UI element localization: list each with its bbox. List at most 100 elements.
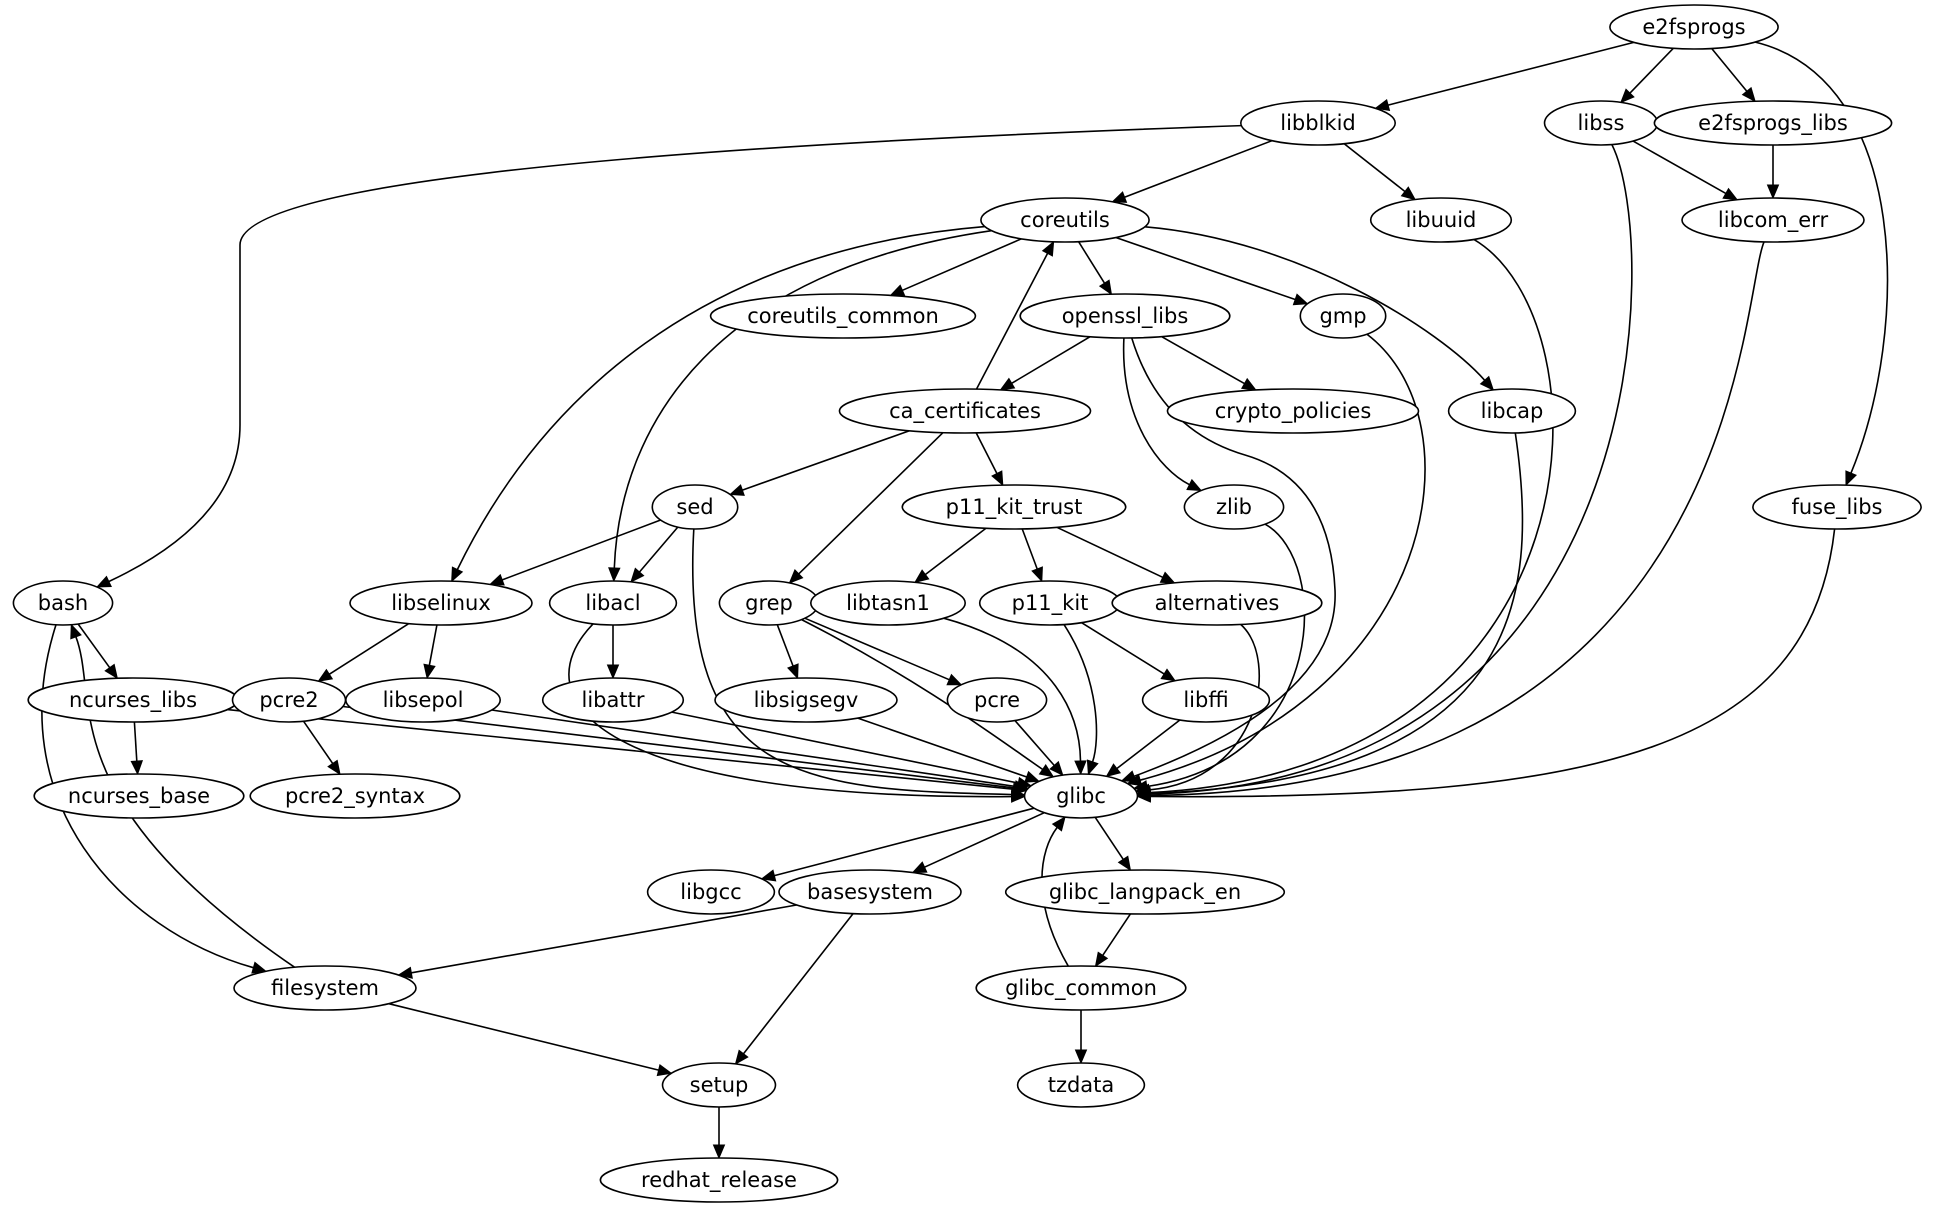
node-e2fsprogs_libs[interactable]: e2fsprogs_libs	[1653, 100, 1893, 146]
arrowhead-icon	[1292, 293, 1309, 306]
node-pcre[interactable]: pcre	[946, 677, 1048, 723]
arrowhead-icon	[1049, 760, 1064, 777]
node-redhat_release[interactable]: redhat_release	[599, 1157, 839, 1203]
node-filesystem[interactable]: filesystem	[233, 965, 417, 1011]
node-setup[interactable]: setup	[661, 1062, 777, 1108]
node-p11_kit[interactable]: p11_kit	[978, 580, 1122, 626]
arrowhead-icon	[1086, 759, 1099, 776]
arrowhead-icon	[1074, 760, 1087, 776]
node-label: bash	[38, 591, 88, 615]
edge-line	[1116, 719, 1181, 770]
node-ellipse	[1016, 1062, 1146, 1108]
node-libgcc[interactable]: libgcc	[646, 869, 776, 915]
edge-line	[804, 617, 950, 681]
arrowhead-icon	[999, 377, 1016, 391]
node-libcom_err[interactable]: libcom_err	[1681, 197, 1865, 243]
node-libselinux[interactable]: libselinux	[349, 580, 533, 626]
node-coreutils[interactable]: coreutils	[980, 197, 1150, 243]
edge-line	[1077, 241, 1106, 284]
node-fuse_libs[interactable]: fuse_libs	[1752, 484, 1922, 530]
edge-libblkid-to-bash	[95, 124, 1242, 588]
node-ellipse	[1752, 484, 1922, 530]
edge-line	[924, 527, 987, 576]
node-bash[interactable]: bash	[12, 580, 114, 626]
node-glibc_common[interactable]: glibc_common	[975, 965, 1187, 1011]
node-zlib[interactable]: zlib	[1183, 484, 1285, 530]
node-sed[interactable]: sed	[651, 484, 739, 530]
edge-line	[411, 904, 797, 974]
node-libblkid[interactable]: libblkid	[1240, 100, 1397, 146]
node-libattr[interactable]: libattr	[541, 677, 685, 723]
node-label: basesystem	[807, 880, 933, 904]
node-alternatives[interactable]: alternatives	[1111, 580, 1323, 626]
edge-libblkid-to-libuuid	[1343, 143, 1417, 201]
edge-glibc-to-glibc_langpack_en	[1094, 816, 1132, 872]
edge-line	[1148, 623, 1260, 791]
node-pcre2[interactable]: pcre2	[231, 677, 347, 723]
edge-line	[1150, 432, 1524, 795]
arrowhead-icon	[1741, 86, 1756, 103]
arrowhead-icon	[317, 668, 334, 682]
node-ellipse	[1183, 484, 1285, 530]
node-grep[interactable]: grep	[718, 580, 820, 626]
arrowhead-icon	[1117, 855, 1132, 872]
edge-line	[1021, 528, 1038, 570]
node-glibc_langpack_en[interactable]: glibc_langpack_en	[1004, 869, 1286, 915]
node-ncurses_libs[interactable]: ncurses_libs	[27, 677, 239, 723]
node-libtasn1[interactable]: libtasn1	[809, 580, 966, 626]
edge-line	[975, 252, 1049, 390]
edge-libss-to-libcom_err	[1632, 140, 1739, 201]
edges-layer	[41, 41, 1889, 1160]
node-libuuid[interactable]: libuuid	[1369, 197, 1513, 243]
arrowhead-icon	[606, 664, 620, 680]
edge-e2fsprogs-to-e2fsprogs_libs	[1711, 47, 1756, 103]
edge-line	[1122, 337, 1190, 486]
arrowhead-icon	[1160, 668, 1177, 682]
node-libacl[interactable]: libacl	[548, 580, 678, 626]
node-libcap[interactable]: libcap	[1447, 388, 1577, 434]
node-ncurses_base[interactable]: ncurses_base	[33, 773, 245, 819]
edge-line	[902, 238, 1022, 292]
node-ellipse	[1299, 293, 1387, 339]
node-tzdata[interactable]: tzdata	[1016, 1062, 1146, 1108]
node-ellipse	[1240, 100, 1397, 146]
edge-sed-to-libacl	[630, 526, 679, 583]
node-libsepol[interactable]: libsepol	[344, 677, 501, 723]
node-ca_certificates[interactable]: ca_certificates	[838, 388, 1092, 434]
node-ellipse	[1111, 580, 1323, 626]
edge-openssl_libs-to-ca_certificates	[999, 336, 1091, 391]
edge-libselinux-to-pcre2	[317, 622, 410, 682]
node-gmp[interactable]: gmp	[1299, 293, 1387, 339]
node-label: libattr	[582, 688, 645, 712]
edge-line	[1150, 241, 1765, 797]
node-openssl_libs[interactable]: openssl_libs	[1019, 293, 1231, 339]
node-coreutils_common[interactable]: coreutils_common	[709, 293, 977, 339]
node-e2fsprogs[interactable]: e2fsprogs	[1609, 4, 1779, 50]
node-p11_kit_trust[interactable]: p11_kit_trust	[901, 484, 1127, 530]
node-label: p11_kit	[1012, 591, 1089, 616]
node-glibc[interactable]: glibc	[1023, 773, 1139, 819]
node-crypto_policies[interactable]: crypto_policies	[1166, 388, 1420, 434]
edge-line	[1124, 139, 1273, 198]
edge-p11_kit-to-libffi	[1081, 622, 1177, 682]
edge-line	[1102, 913, 1132, 956]
node-ellipse	[1653, 100, 1893, 146]
node-label: fuse_libs	[1791, 495, 1882, 520]
node-pcre2_syntax[interactable]: pcre2_syntax	[249, 773, 461, 819]
node-libsigsegv[interactable]: libsigsegv	[714, 677, 898, 723]
arrowhead-icon	[760, 869, 777, 882]
node-ellipse	[1023, 773, 1139, 819]
node-label: openssl_libs	[1062, 304, 1189, 329]
arrowhead-icon	[1051, 816, 1066, 832]
node-basesystem[interactable]: basesystem	[778, 869, 962, 915]
node-ellipse	[344, 677, 501, 723]
arrowhead-icon	[913, 569, 930, 584]
edge-line	[75, 636, 296, 968]
edge-line	[108, 124, 1242, 583]
edge-glibc_common-to-tzdata	[1074, 1010, 1088, 1065]
arrowhead-icon	[1031, 566, 1043, 583]
node-ellipse	[1681, 197, 1865, 243]
node-libffi[interactable]: libffi	[1141, 677, 1271, 723]
node-libss[interactable]: libss	[1543, 100, 1659, 146]
edge-glibc_langpack_en-to-glibc_common	[1094, 913, 1132, 968]
